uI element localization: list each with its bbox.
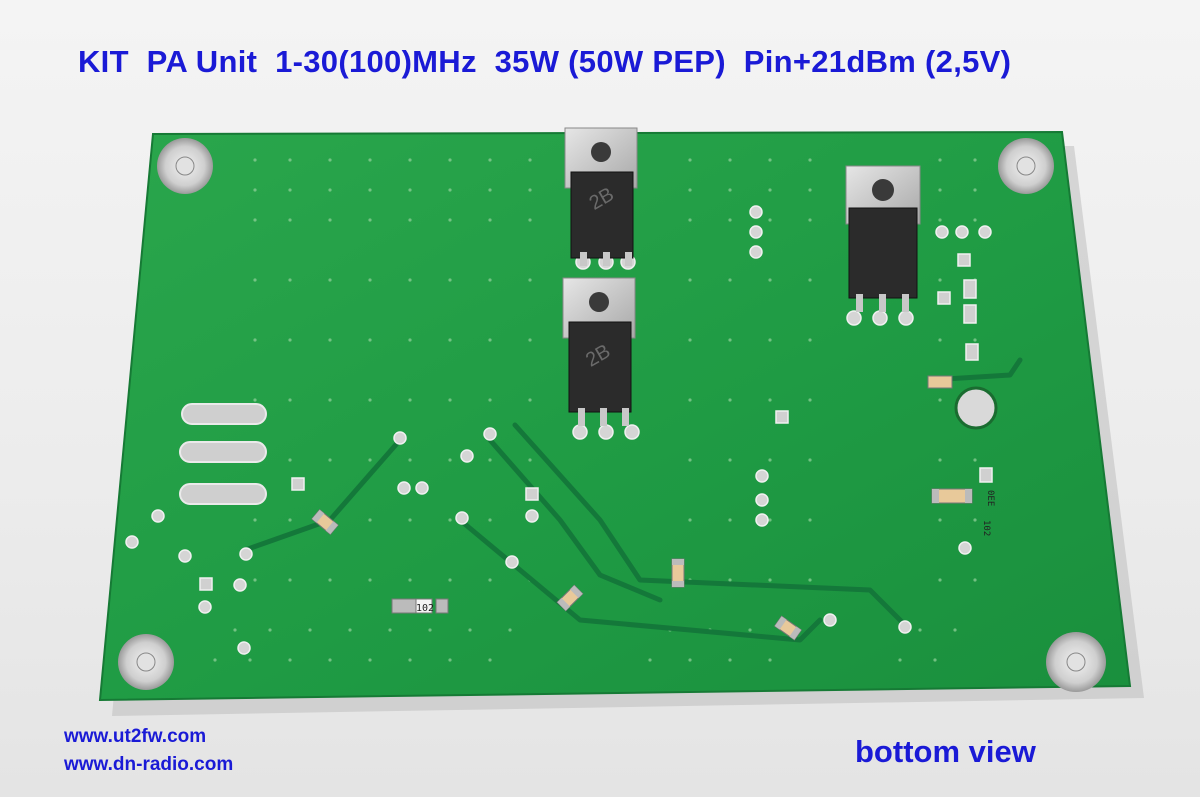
smd-label-r1: 102: [416, 603, 434, 614]
oval-pads: [179, 403, 267, 505]
board-hole: [954, 386, 998, 430]
smd-label-r2: 0EE: [985, 490, 995, 506]
round-pads: [125, 205, 992, 655]
mounting-holes: [118, 138, 1106, 692]
transistor-top: [564, 127, 638, 266]
via-pattern: [213, 158, 977, 662]
transistor-right: [845, 165, 921, 312]
square-pads: [199, 253, 993, 591]
view-caption: bottom view: [855, 734, 1036, 769]
page-title: KIT PA Unit 1-30(100)MHz 35W (50W PEP) P…: [78, 44, 1012, 79]
smd-label-r3: 102: [981, 520, 991, 536]
smd-components: [311, 375, 973, 641]
website-link-dn-radio[interactable]: www.dn-radio.com: [64, 754, 234, 775]
transistor-middle: [562, 277, 636, 426]
website-link-ut2fw[interactable]: www.ut2fw.com: [64, 726, 207, 747]
